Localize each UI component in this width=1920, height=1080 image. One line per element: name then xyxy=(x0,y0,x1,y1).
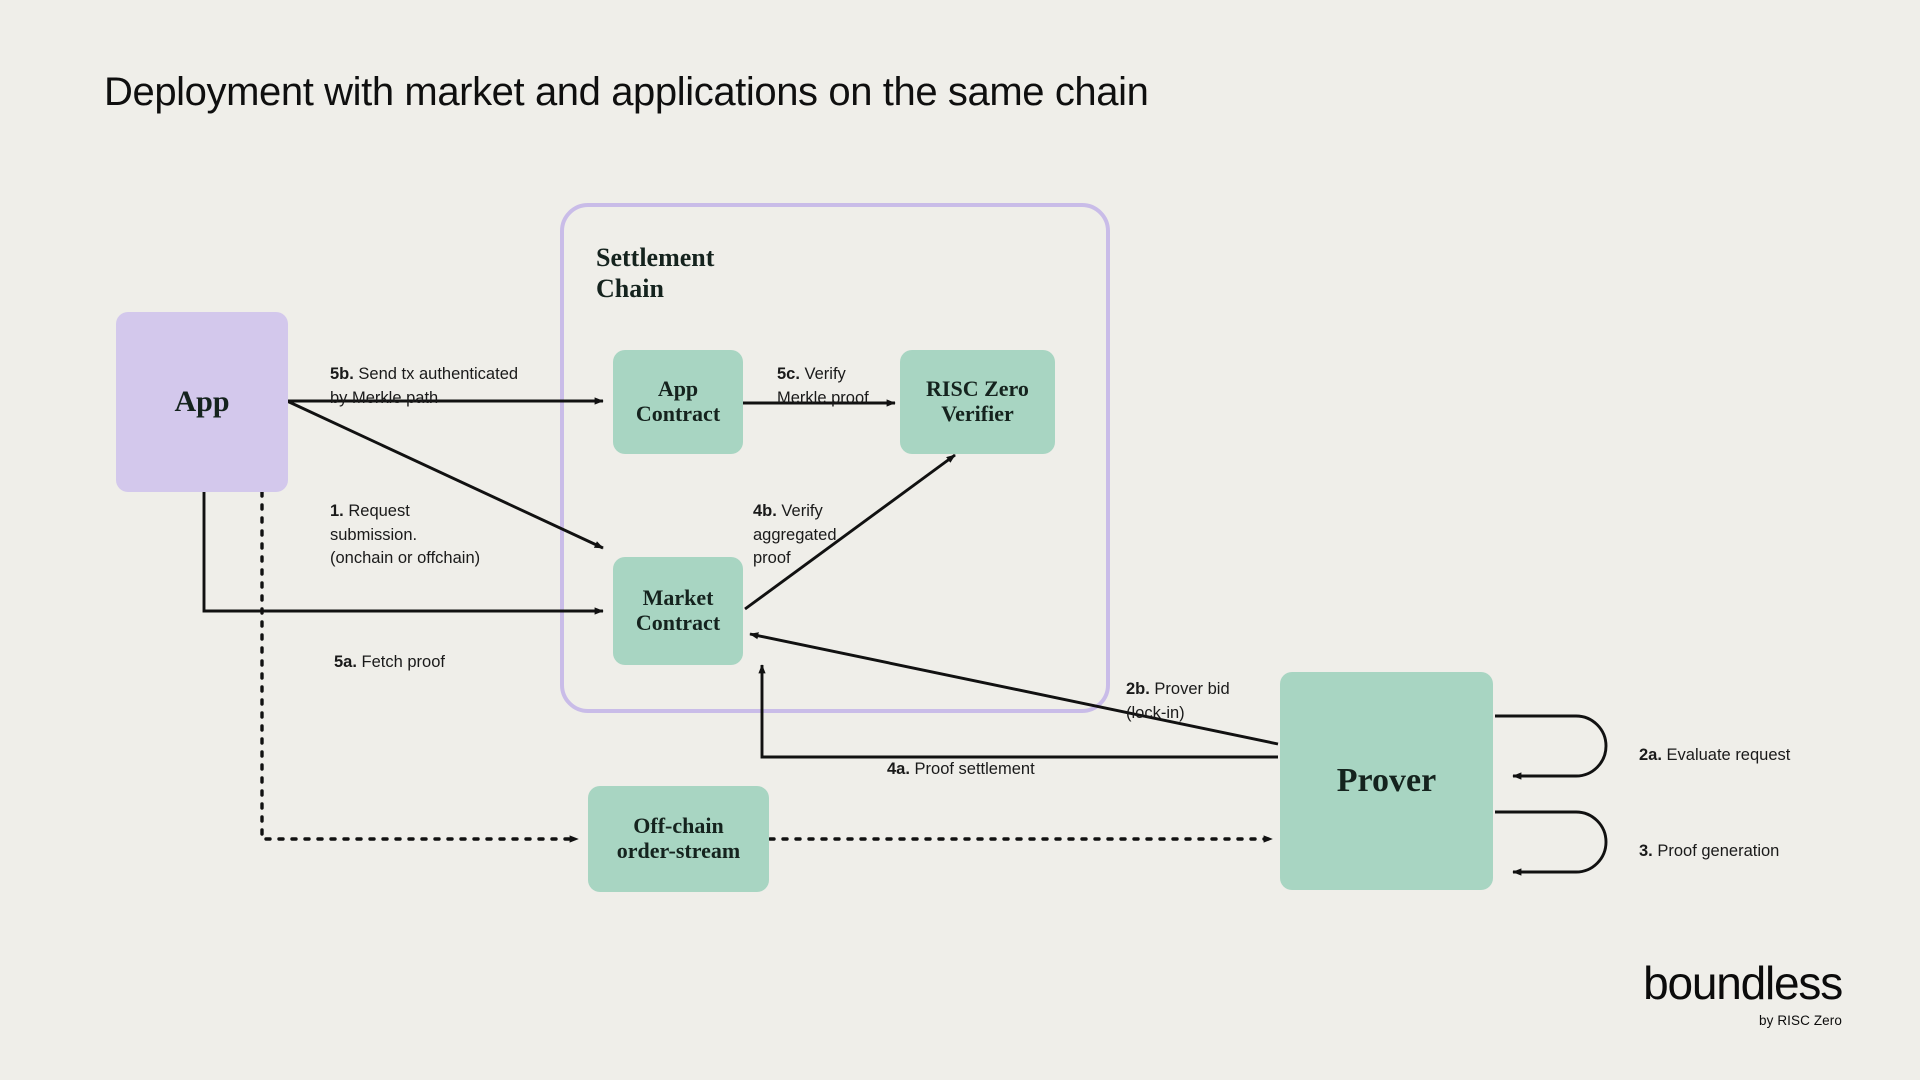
edge-step-2a: 2a. xyxy=(1639,746,1662,765)
edge-text-2b: Prover bid (lock-in) xyxy=(1126,680,1230,722)
edge-text-5b: Send tx authenticated by Merkle path xyxy=(330,365,519,407)
edge-text-2a: Evaluate request xyxy=(1661,746,1791,765)
edge-label-2b: 2b. Prover bid (lock-in) xyxy=(1126,655,1230,725)
edge-text-5c: Verify Merkle proof xyxy=(777,365,869,407)
node-app[interactable]: App xyxy=(116,312,288,492)
edge-text-5a: Fetch proof xyxy=(356,653,445,672)
edge-step-5b: 5b. xyxy=(330,365,354,384)
edge-text-4b: Verify aggregated proof xyxy=(753,502,837,568)
edge-text-3: Proof generation xyxy=(1652,842,1780,861)
node-off-chain-order-stream[interactable]: Off-chain order-stream xyxy=(588,786,769,892)
edge-label-3: 3. Proof generation xyxy=(1639,817,1779,864)
edge-5a-line xyxy=(202,492,604,615)
edge-step-3: 3. xyxy=(1639,842,1653,861)
edge-label-2a: 2a. Evaluate request xyxy=(1639,721,1790,768)
edge-step-5a: 5a. xyxy=(334,653,357,672)
edge-step-4a: 4a. xyxy=(887,760,910,779)
edge-step-5c: 5c. xyxy=(777,365,800,384)
settlement-chain-label: Settlement Chain xyxy=(596,243,715,304)
edge-1-line xyxy=(286,399,604,550)
edge-4b-line xyxy=(744,453,956,611)
node-market-contract[interactable]: Market Contract xyxy=(613,557,743,665)
brand-name: boundless xyxy=(1643,957,1843,1009)
edge-2a-loop xyxy=(1495,714,1608,780)
settlement-chain-frame xyxy=(560,203,1110,713)
edge-label-5a: 5a. Fetch proof xyxy=(334,628,445,675)
edge-label-5c: 5c. Verify Merkle proof xyxy=(777,340,869,410)
node-app-contract[interactable]: App Contract xyxy=(613,350,743,454)
node-prover[interactable]: Prover xyxy=(1280,672,1493,890)
edge-label-5b: 5b. Send tx authenticated by Merkle path xyxy=(330,340,518,410)
node-risc-zero-verifier[interactable]: RISC Zero Verifier xyxy=(900,350,1055,454)
edge-label-4a: 4a. Proof settlement xyxy=(887,735,1035,782)
edge-order-stream-in xyxy=(260,490,580,843)
edge-text-4a: Proof settlement xyxy=(909,760,1035,779)
page-title: Deployment with market and applications … xyxy=(104,70,1149,114)
edge-text-1: Request submission. (onchain or offchain… xyxy=(330,502,481,568)
edge-step-2b: 2b. xyxy=(1126,680,1150,699)
brand-logo: boundless by RISC Zero xyxy=(1643,957,1843,1028)
edge-4a-line xyxy=(758,664,1278,759)
edge-step-4b: 4b. xyxy=(753,502,777,521)
edge-3-loop xyxy=(1495,810,1608,876)
edge-label-4b: 4b. Verify aggregated proof xyxy=(753,477,837,571)
edge-label-1: 1. Request submission. (onchain or offch… xyxy=(330,477,480,571)
edge-step-1: 1. xyxy=(330,502,344,521)
brand-tagline: by RISC Zero xyxy=(1759,1013,1842,1028)
edge-2b-line xyxy=(749,632,1279,746)
